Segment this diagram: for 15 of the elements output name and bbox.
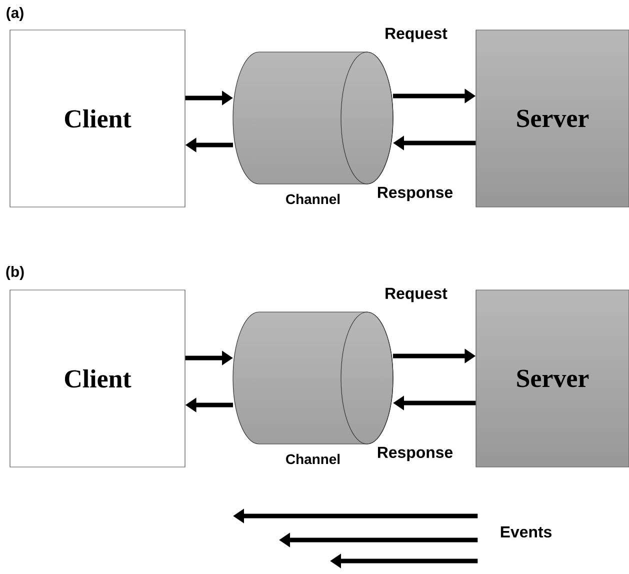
edge-label: Request	[384, 286, 448, 304]
panel-label: (b)	[6, 266, 24, 280]
channel-label: Channel	[286, 194, 340, 204]
edge-label: Response	[376, 186, 454, 202]
client-box: Client	[10, 30, 186, 208]
channel-label: Channel	[286, 454, 340, 464]
client-box: Client	[10, 290, 186, 468]
edge-label: Request	[384, 26, 448, 44]
panel-label: (a)	[6, 7, 24, 21]
cylinder-shape	[232, 312, 394, 444]
edge-label: Response	[376, 446, 454, 462]
server-box: Server	[476, 290, 629, 468]
server-box: Server	[476, 30, 629, 208]
events-label: Events	[500, 526, 552, 538]
cylinder-shape	[232, 52, 394, 184]
